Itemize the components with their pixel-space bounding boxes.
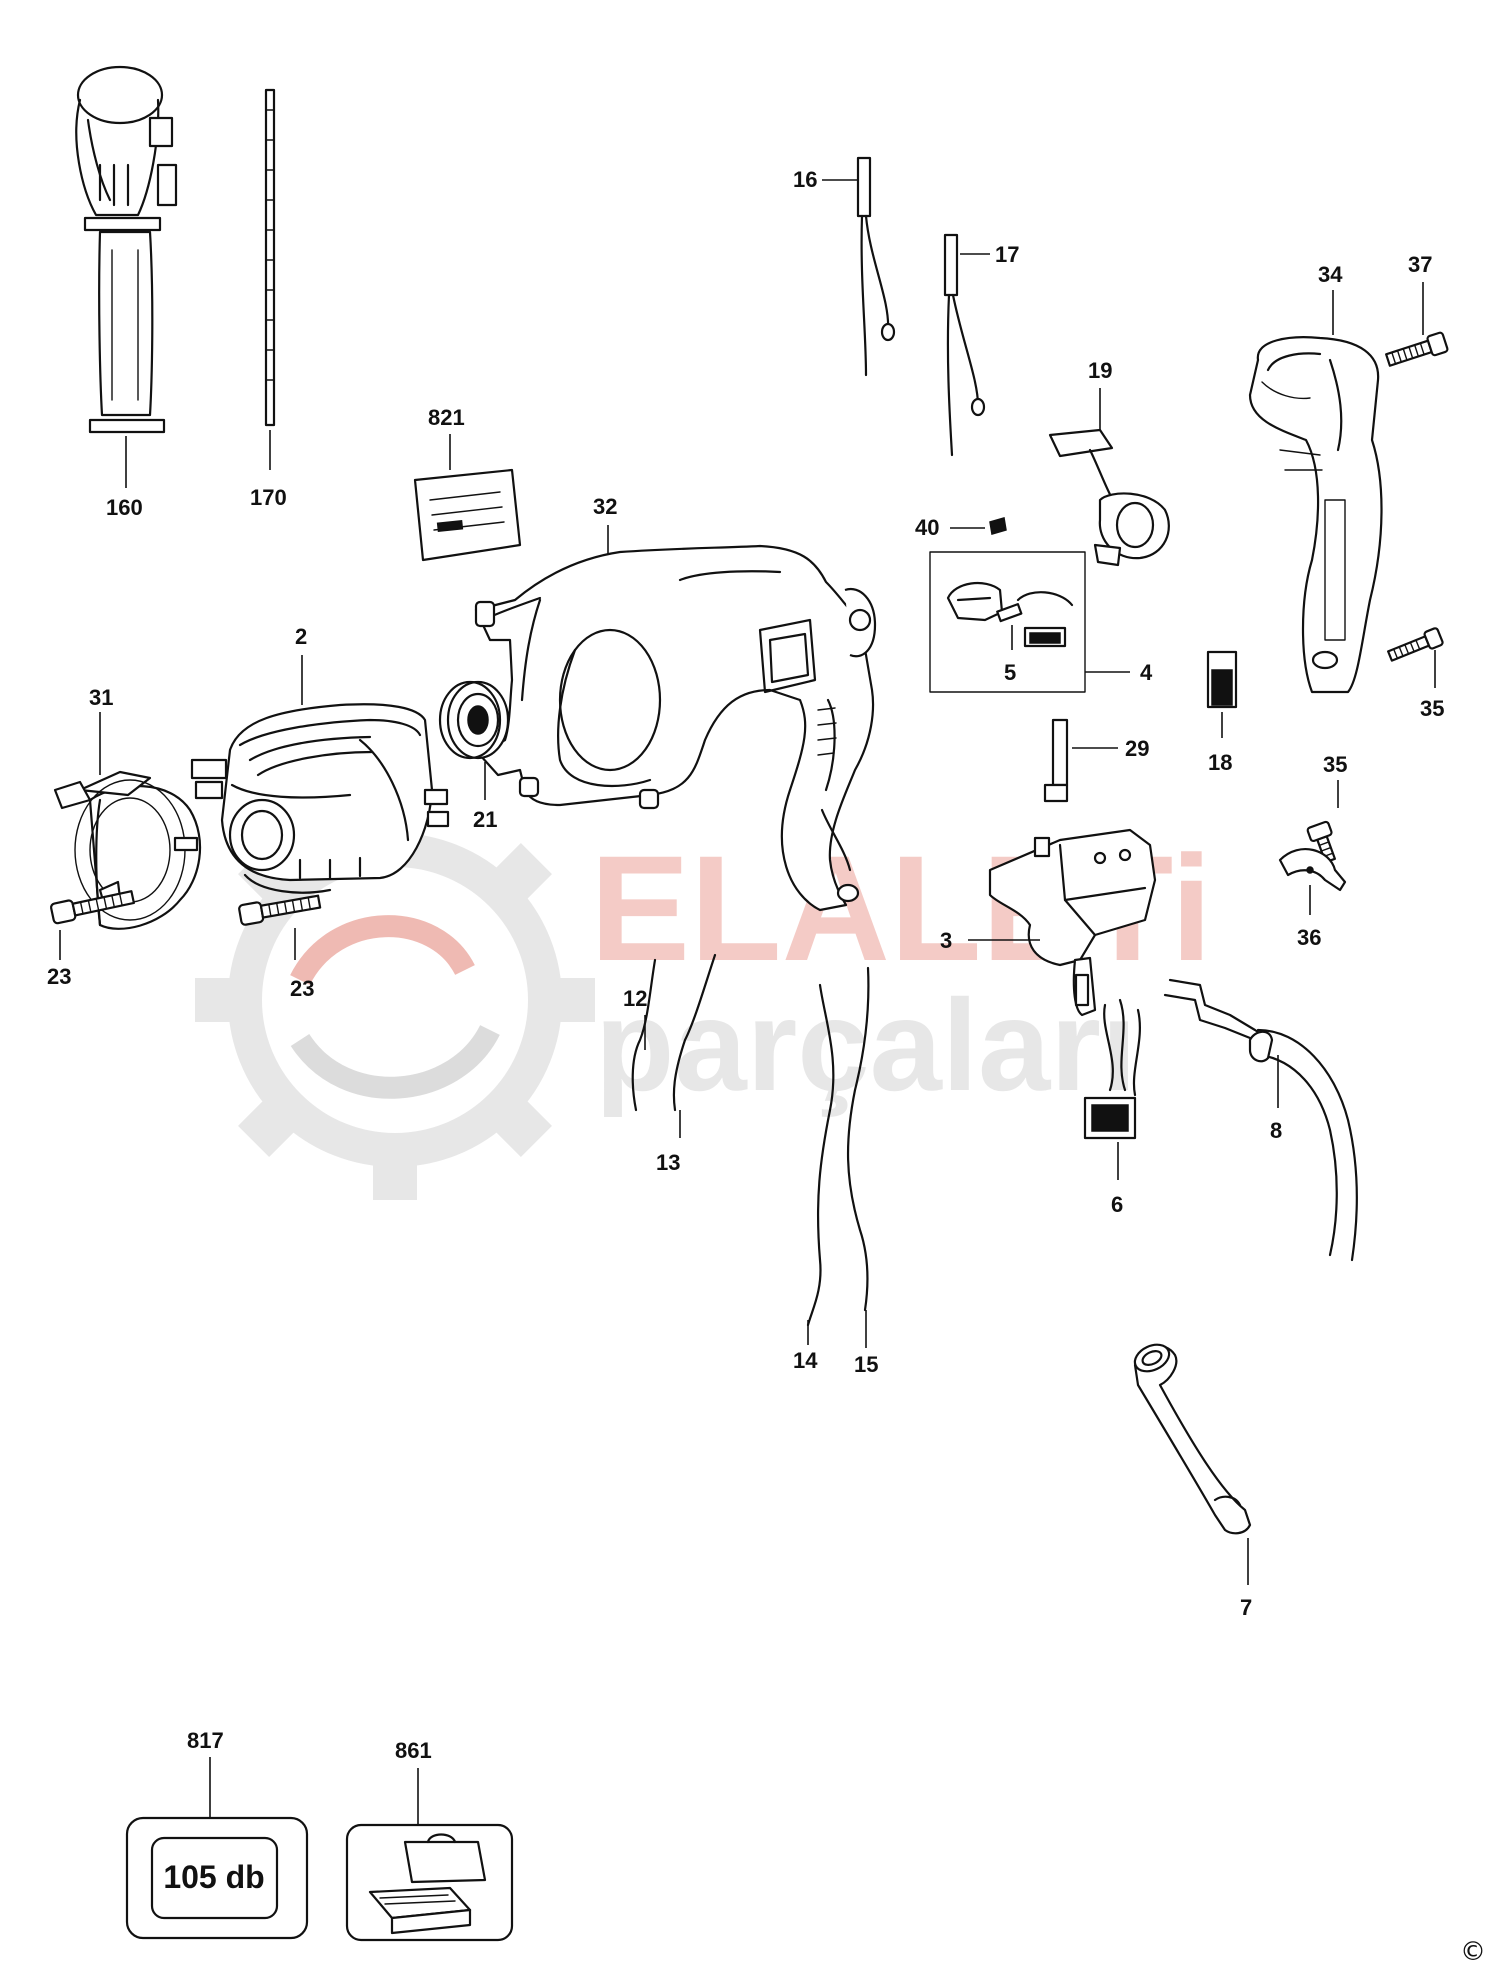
label-5: 5 bbox=[1004, 660, 1016, 685]
label-16: 16 bbox=[793, 167, 817, 192]
brush-spring-icon bbox=[1043, 718, 1069, 803]
label-plate-icon bbox=[413, 468, 522, 562]
label-23-left: 23 bbox=[47, 964, 71, 989]
label-21: 21 bbox=[473, 807, 497, 832]
label-13: 13 bbox=[656, 1150, 680, 1175]
label-31: 31 bbox=[89, 685, 113, 710]
label-170: 170 bbox=[250, 485, 287, 510]
cable-icon bbox=[806, 966, 870, 1327]
screw-icon bbox=[50, 890, 135, 925]
cable-icon bbox=[631, 953, 717, 1112]
field-stator-icon bbox=[190, 703, 450, 894]
cable-icon bbox=[943, 233, 986, 457]
label-14: 14 bbox=[793, 1348, 818, 1373]
cable-protector-icon bbox=[1278, 848, 1347, 892]
screw-icon bbox=[1387, 627, 1444, 662]
label-3: 3 bbox=[940, 928, 952, 953]
label-4: 4 bbox=[1140, 660, 1153, 685]
switch-icon bbox=[988, 828, 1157, 1017]
screw-icon bbox=[1306, 820, 1337, 864]
capacitor-icon bbox=[1083, 998, 1141, 1140]
label-17: 17 bbox=[995, 242, 1019, 267]
label-37: 37 bbox=[1408, 252, 1432, 277]
cable-icon bbox=[856, 156, 896, 377]
label-15: 15 bbox=[854, 1352, 878, 1377]
label-32: 32 bbox=[593, 494, 617, 519]
carry-case-icon bbox=[345, 1823, 514, 1942]
label-35-top: 35 bbox=[1420, 696, 1444, 721]
label-8: 8 bbox=[1270, 1118, 1282, 1143]
copyright-mark: © bbox=[1460, 1937, 1486, 1967]
screw-icon bbox=[989, 517, 1007, 535]
label-861: 861 bbox=[395, 1738, 432, 1763]
label-817: 817 bbox=[187, 1728, 224, 1753]
watermark-brand-bottom: parçaları bbox=[595, 972, 1137, 1118]
motor-housing-icon bbox=[474, 544, 877, 912]
carbon-brush-icon bbox=[1206, 650, 1238, 738]
rear-housing-icon bbox=[1248, 336, 1383, 694]
label-36: 36 bbox=[1297, 925, 1321, 950]
label-6: 6 bbox=[1111, 1192, 1123, 1217]
brush-holder-icon bbox=[1048, 428, 1170, 567]
cable-protector-icon bbox=[1133, 1343, 1252, 1535]
bearing-icon bbox=[438, 680, 510, 760]
screw-icon bbox=[1385, 331, 1449, 367]
label-7: 7 bbox=[1240, 1595, 1252, 1620]
label-2: 2 bbox=[295, 624, 307, 649]
label-821: 821 bbox=[428, 405, 465, 430]
noise-label-box bbox=[125, 1816, 309, 1940]
label-19: 19 bbox=[1088, 358, 1112, 383]
side-handle-icon bbox=[75, 65, 178, 488]
label-12: 12 bbox=[623, 986, 647, 1011]
brush-kit-box bbox=[929, 551, 1086, 693]
label-160: 160 bbox=[106, 495, 143, 520]
screw-icon bbox=[238, 894, 322, 926]
label-18: 18 bbox=[1208, 750, 1232, 775]
label-40: 40 bbox=[915, 515, 939, 540]
label-35-bottom: 35 bbox=[1323, 752, 1347, 777]
label-34: 34 bbox=[1318, 262, 1343, 287]
cable-icon bbox=[1163, 978, 1358, 1262]
label-23-right: 23 bbox=[290, 976, 314, 1001]
depth-rod-icon bbox=[264, 88, 276, 470]
label-29: 29 bbox=[1125, 736, 1149, 761]
noise-level-text: 105 db bbox=[163, 1859, 264, 1895]
